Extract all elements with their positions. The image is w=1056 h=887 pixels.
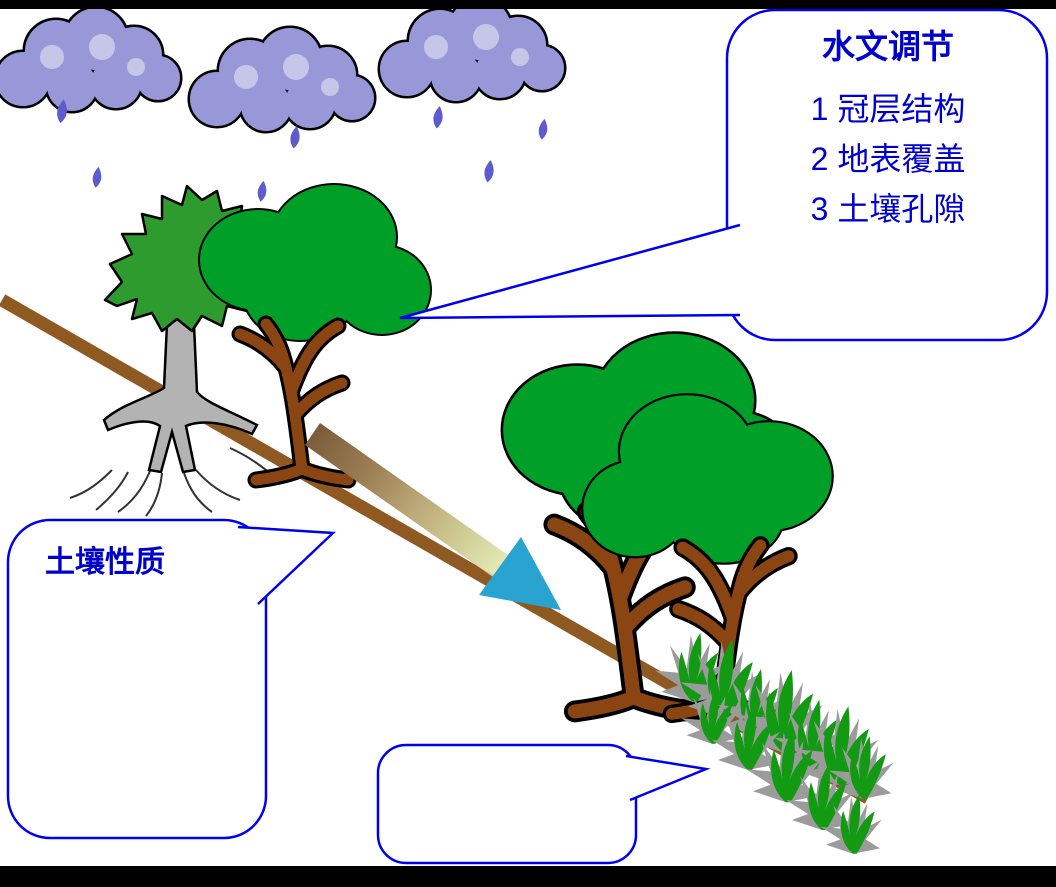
bottom-border-bar [0,866,1056,887]
storm-cloud-right [380,0,564,101]
raindrop-icon [256,180,268,203]
bottom-callout-box [376,743,638,865]
storm-cloud-middle [190,28,374,131]
hydrology-callout-text: 水文调节 1 冠层结构 2 地表覆盖 3 土壤孔隙 [811,28,966,227]
hydrology-callout-item: 3 土壤孔隙 [811,191,966,227]
flow-arrow-shaft [305,423,508,577]
raindrop-icon [432,105,445,130]
hydrology-callout-item: 2 地表覆盖 [811,141,966,177]
storm-cloud-left [0,8,180,111]
raindrop-icon [483,159,496,184]
conifer-roots [69,447,279,517]
hydrology-callout-tail [399,223,741,320]
bottom-callout-tail [625,754,711,802]
raindrop-icon [537,118,549,141]
soil-callout-title: 土壤性质 [45,545,165,579]
hydrology-callout-box [725,8,1049,342]
flow-arrowhead-icon [479,537,561,610]
flow-gradient-arrow [305,423,561,610]
raindrop-icon [91,166,103,189]
hydrology-callout [399,8,1049,342]
bottom-callout [376,743,711,865]
hydrology-callout-item: 1 冠层结构 [811,91,966,127]
soil-callout-box [6,518,268,840]
grass-cluster [655,632,894,854]
hydrology-callout-title: 水文调节 [822,28,954,65]
soil-callout [6,518,336,840]
soil-callout-tail [237,525,336,605]
top-border-bar [0,0,1056,9]
conifer-trunk [102,300,259,474]
raindrop-icon [289,125,302,150]
